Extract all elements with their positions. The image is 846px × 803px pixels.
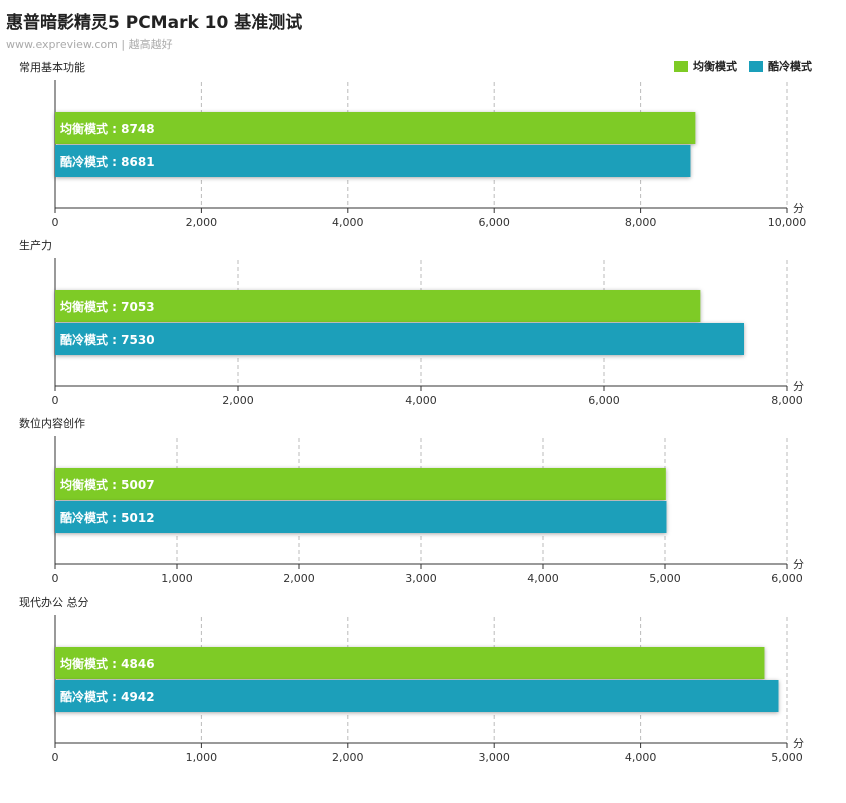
chart-subtitle: www.expreview.com | 越高越好 [6, 38, 173, 51]
panel-3-bar-label-cool: 酷冷模式 : 5012 [60, 510, 155, 525]
panel-4-bar-label-balanced: 均衡模式 : 4846 [60, 656, 155, 671]
panel-1-tick-label: 0 [52, 216, 59, 229]
panel-2-bar-cool [55, 323, 744, 355]
panel-3-tick-label: 1,000 [161, 572, 193, 585]
panel-2-title: 生产力 [19, 238, 52, 252]
panel-1-tick-label: 2,000 [186, 216, 218, 229]
panel-4-tick-label: 2,000 [332, 751, 364, 764]
panel-4-bar-balanced [55, 647, 765, 679]
panel-2-tick-label: 8,000 [771, 394, 803, 407]
panel-2-bar-label-balanced: 均衡模式 : 7053 [60, 299, 155, 314]
legend-swatch-balanced [674, 60, 688, 72]
panel-3-bar-cool [55, 501, 667, 533]
panel-4-unit-label: 分 [793, 737, 804, 750]
legend: 均衡模式 酷冷模式 [674, 58, 812, 74]
panel-2-bar-balanced [55, 290, 701, 322]
panel-3-unit-label: 分 [793, 558, 804, 571]
chart-title: 惠普暗影精灵5 PCMark 10 基准测试 [6, 13, 303, 33]
panel-1-unit-label: 分 [793, 202, 804, 215]
legend-item-balanced[interactable]: 均衡模式 [674, 58, 737, 74]
panel-3-tick-label: 5,000 [649, 572, 681, 585]
panel-2-bar-label-cool: 酷冷模式 : 7530 [60, 332, 155, 347]
panel-4-bar-label-cool: 酷冷模式 : 4942 [60, 689, 155, 704]
panel-2-tick-label: 0 [52, 394, 59, 407]
panel-3-bar-label-balanced: 均衡模式 : 5007 [60, 477, 155, 492]
panel-2-tick-label: 2,000 [222, 394, 254, 407]
panel-3-tick-label: 4,000 [527, 572, 559, 585]
panel-3-tick-label: 2,000 [283, 572, 315, 585]
panel-2-tick-label: 6,000 [588, 394, 620, 407]
legend-label-cool: 酷冷模式 [768, 60, 812, 73]
panel-1-bar-label-cool: 酷冷模式 : 8681 [60, 154, 155, 169]
panel-1-tick-label: 4,000 [332, 216, 364, 229]
panel-3-tick-label: 6,000 [771, 572, 803, 585]
panel-4-title: 现代办公 总分 [19, 595, 89, 609]
panel-1-title: 常用基本功能 [19, 60, 85, 74]
panel-3-title: 数位内容创作 [19, 416, 85, 430]
panel-4-tick-label: 0 [52, 751, 59, 764]
legend-label-balanced: 均衡模式 [693, 60, 737, 73]
legend-item-cool[interactable]: 酷冷模式 [749, 58, 812, 74]
panel-4-tick-label: 5,000 [771, 751, 803, 764]
panel-4-tick-label: 4,000 [625, 751, 657, 764]
panel-3-bar-balanced [55, 468, 666, 500]
panel-1-tick-label: 10,000 [768, 216, 807, 229]
panel-1-bar-cool [55, 145, 691, 177]
panel-2-tick-label: 4,000 [405, 394, 437, 407]
panel-3-tick-label: 0 [52, 572, 59, 585]
panel-2-unit-label: 分 [793, 380, 804, 393]
panel-4-tick-label: 1,000 [186, 751, 218, 764]
panel-1-bar-balanced [55, 112, 696, 144]
panel-1-tick-label: 6,000 [478, 216, 510, 229]
panel-4-bar-cool [55, 680, 779, 712]
legend-swatch-cool [749, 60, 763, 72]
panel-4-tick-label: 3,000 [478, 751, 510, 764]
panel-3-tick-label: 3,000 [405, 572, 437, 585]
panel-1-bar-label-balanced: 均衡模式 : 8748 [60, 121, 155, 136]
panel-1-tick-label: 8,000 [625, 216, 657, 229]
